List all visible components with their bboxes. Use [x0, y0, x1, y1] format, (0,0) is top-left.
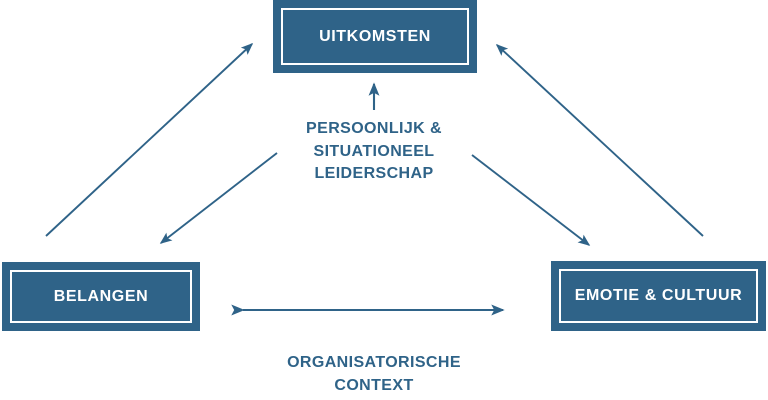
- caption-persoonlijk-situationeel-leiderschap: PERSOONLIJK & SITUATIONEEL LEIDERSCHAP: [306, 120, 442, 183]
- caption-organisatorische-context: ORGANISATORISCHE CONTEXT: [287, 354, 461, 394]
- node-uitkomsten-frame: UITKOMSTEN: [281, 8, 469, 65]
- node-emotie-cultuur-label: EMOTIE & CULTUUR: [574, 287, 743, 305]
- node-belangen[interactable]: BELANGEN: [2, 262, 200, 331]
- node-belangen-frame: BELANGEN: [10, 270, 192, 323]
- node-belangen-label: BELANGEN: [53, 287, 149, 305]
- node-uitkomsten-label: UITKOMSTEN: [319, 27, 431, 45]
- node-uitkomsten[interactable]: UITKOMSTEN: [273, 0, 477, 73]
- node-emotie-cultuur-frame: EMOTIE & CULTUUR: [559, 269, 758, 323]
- arrow-belangen-to-uitkomsten: [45, 42, 254, 237]
- arrow-emotie-to-uitkomsten: [495, 43, 704, 237]
- node-emotie-cultuur[interactable]: EMOTIE & CULTUUR: [551, 261, 766, 331]
